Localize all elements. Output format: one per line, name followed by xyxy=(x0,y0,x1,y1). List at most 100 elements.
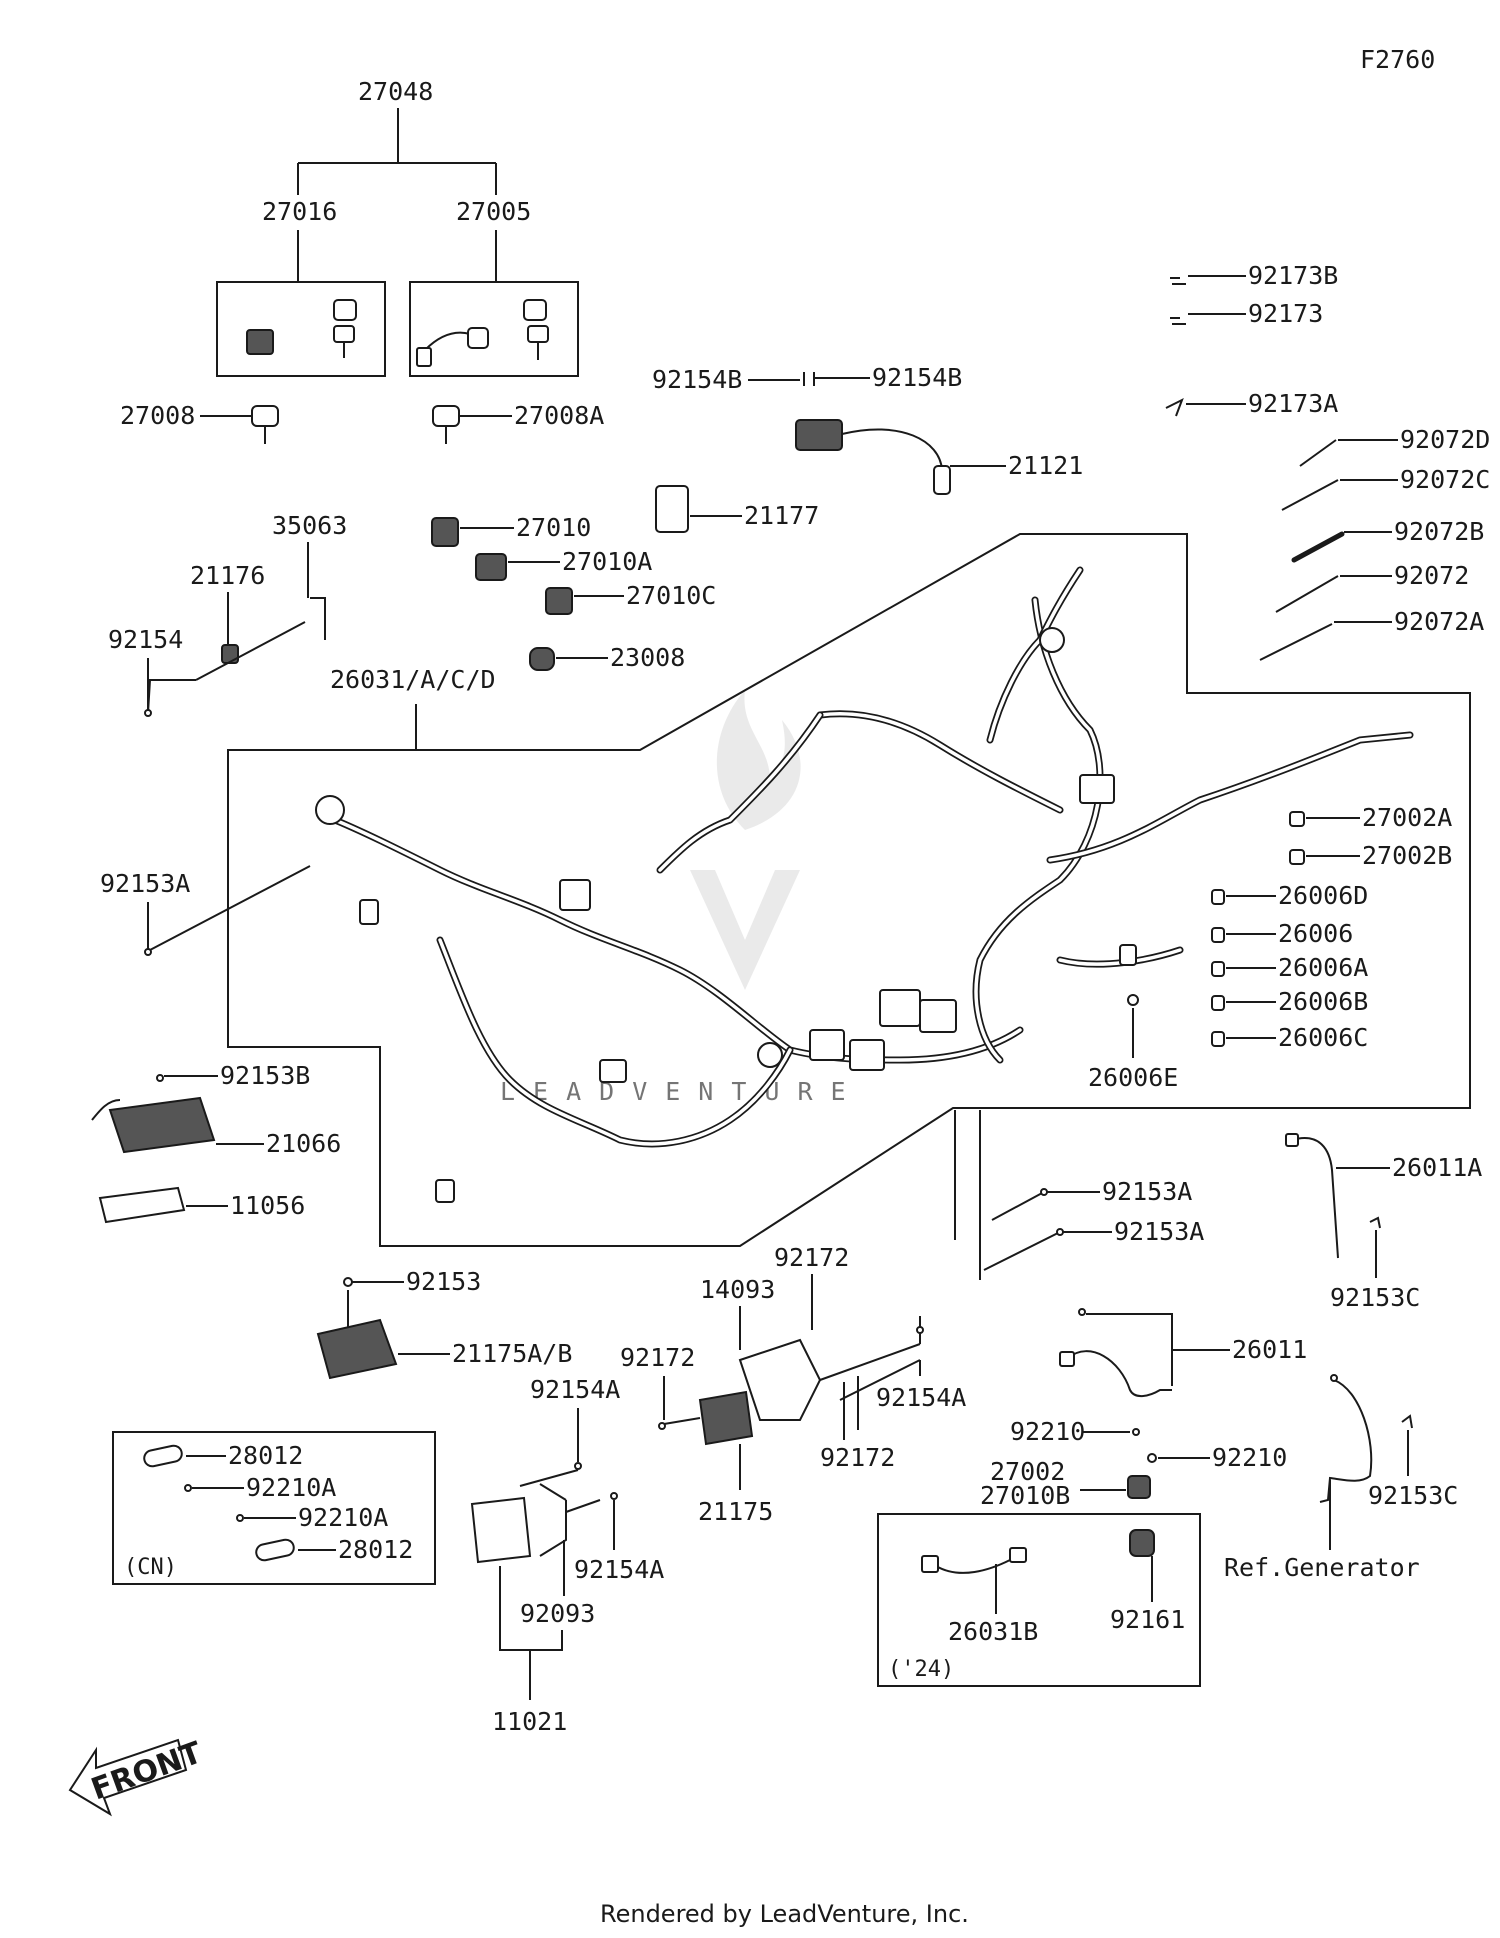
leadventure-watermark: LEADVENTURE xyxy=(500,690,846,1106)
y24-tag: ('24) xyxy=(888,1657,954,1682)
part-label-26006E[interactable]: 26006E xyxy=(1088,1063,1178,1092)
part-label-26011A[interactable]: 26011A xyxy=(1392,1153,1482,1182)
part-label-92154A-top[interactable]: 92154A xyxy=(530,1375,620,1404)
part-label-92154A-right[interactable]: 92154A xyxy=(876,1383,966,1412)
part-label-27010C[interactable]: 27010C xyxy=(626,581,716,610)
terminal-icon-26006D xyxy=(1211,889,1225,905)
part-label-27008A[interactable]: 27008A xyxy=(514,401,604,430)
part-label-92153B[interactable]: 92153B xyxy=(220,1061,310,1090)
part-label-92072D[interactable]: 92072D xyxy=(1400,425,1490,454)
part-label-27010B[interactable]: 27010B xyxy=(980,1481,1070,1510)
part-label-92072[interactable]: 92072 xyxy=(1394,561,1469,590)
part-label-14093[interactable]: 14093 xyxy=(700,1275,775,1304)
tie-icon-92072A xyxy=(1259,623,1333,661)
part-label-92172-left[interactable]: 92172 xyxy=(620,1343,695,1372)
part-label-27016[interactable]: 27016 xyxy=(262,197,337,226)
key-icon-a xyxy=(432,405,460,444)
part-label-35063[interactable]: 35063 xyxy=(272,511,347,540)
ecu-group: 92153 21175A/B xyxy=(316,1267,572,1380)
part-label-92172-top[interactable]: 92172 xyxy=(774,1243,849,1272)
part-label-92161[interactable]: 92161 xyxy=(1110,1605,1185,1634)
switch-icon-27010C xyxy=(545,587,573,615)
tie-group: 92072D 92072C 92072B 92072 92072A xyxy=(1259,425,1490,661)
part-label-92153A-left[interactable]: 92153A xyxy=(100,869,190,898)
bracket-sensor-group: 35063 21176 92154 xyxy=(108,511,347,717)
part-label-92093[interactable]: 92093 xyxy=(520,1599,595,1628)
part-label-92210A-b[interactable]: 92210A xyxy=(298,1503,388,1532)
part-label-21066[interactable]: 21066 xyxy=(266,1129,341,1158)
part-label-27005[interactable]: 27005 xyxy=(456,197,531,226)
connector-icon-27002B xyxy=(1289,849,1305,865)
part-label-92072B[interactable]: 92072B xyxy=(1394,517,1484,546)
part-label-11021[interactable]: 11021 xyxy=(492,1707,567,1736)
part-label-26006D[interactable]: 26006D xyxy=(1278,881,1368,910)
part-label-26006C[interactable]: 26006C xyxy=(1278,1023,1368,1052)
part-label-27010A[interactable]: 27010A xyxy=(562,547,652,576)
part-label-26031B[interactable]: 26031B xyxy=(948,1617,1038,1646)
part-label-23008[interactable]: 23008 xyxy=(610,643,685,672)
terminal-icon-26006C xyxy=(1211,1031,1225,1047)
part-label-92154A-bottom[interactable]: 92154A xyxy=(574,1555,664,1584)
part-label-27048[interactable]: 27048 xyxy=(358,77,433,106)
part-label-92072A[interactable]: 92072A xyxy=(1394,607,1484,636)
part-label-27002B[interactable]: 27002B xyxy=(1362,841,1452,870)
part-label-92210-left[interactable]: 92210 xyxy=(1010,1417,1085,1446)
key-set-27005-box xyxy=(409,281,579,377)
grommet-icon-28012-a xyxy=(143,1444,183,1468)
part-label-92154B-left[interactable]: 92154B xyxy=(652,365,742,394)
part-label-92173A[interactable]: 92173A xyxy=(1248,389,1338,418)
switch-icon-27010 xyxy=(431,517,459,547)
part-label-92153A-right-2[interactable]: 92153A xyxy=(1114,1217,1204,1246)
part-label-26011[interactable]: 26011 xyxy=(1232,1335,1307,1364)
part-label-92153C-a[interactable]: 92153C xyxy=(1330,1283,1420,1312)
bolt-92153A-left-group: 92153A xyxy=(100,865,311,956)
part-label-28012-a[interactable]: 28012 xyxy=(228,1441,303,1470)
ref-generator-label[interactable]: Ref.Generator xyxy=(1224,1553,1420,1582)
part-label-26006A[interactable]: 26006A xyxy=(1278,953,1368,982)
part-label-11056[interactable]: 11056 xyxy=(230,1191,305,1220)
terminal-icon-26006 xyxy=(1211,927,1225,943)
tie-icon-92072D xyxy=(1299,439,1337,467)
ground-lead-icon-26011 xyxy=(1067,1350,1172,1397)
part-label-21175AB[interactable]: 21175A/B xyxy=(452,1339,572,1368)
part-label-92072C[interactable]: 92072C xyxy=(1400,465,1490,494)
bolt-icon-92153C-b xyxy=(1401,1414,1413,1429)
part-label-92173B[interactable]: 92173B xyxy=(1248,261,1338,290)
key-set-group: 27048 27016 27005 27008 xyxy=(120,77,604,444)
part-label-28012-b[interactable]: 28012 xyxy=(338,1535,413,1564)
relay-group: 21177 xyxy=(655,485,819,533)
part-label-92153C-b[interactable]: 92153C xyxy=(1368,1481,1458,1510)
part-label-21177[interactable]: 21177 xyxy=(744,501,819,530)
switch-icon-27010A xyxy=(475,553,507,581)
coil-group: 92154B 92154B 21121 xyxy=(652,363,1083,495)
bracket-11021-group: 92154A 92154A 92093 11021 xyxy=(470,1375,664,1736)
part-label-21175[interactable]: 21175 xyxy=(698,1497,773,1526)
ground-lead-26011-group: 26011 92210 92210 27002 27010B xyxy=(980,1308,1307,1510)
coil-icon xyxy=(795,419,843,451)
part-label-92210A-a[interactable]: 92210A xyxy=(246,1473,336,1502)
grommet-icon-28012-b xyxy=(255,1538,295,1562)
pad-icon xyxy=(98,1186,186,1224)
part-label-92154B-right[interactable]: 92154B xyxy=(872,363,962,392)
part-label-26006B[interactable]: 26006B xyxy=(1278,987,1368,1016)
part-label-26006[interactable]: 26006 xyxy=(1278,919,1353,948)
part-label-21176[interactable]: 21176 xyxy=(190,561,265,590)
socket-icon xyxy=(529,647,555,671)
part-label-92173[interactable]: 92173 xyxy=(1248,299,1323,328)
part-label-27010[interactable]: 27010 xyxy=(516,513,591,542)
relay-icon xyxy=(655,485,689,533)
part-label-27002[interactable]: 27002 xyxy=(990,1457,1065,1486)
clamp-icon-92173A xyxy=(1165,397,1184,417)
part-label-21121[interactable]: 21121 xyxy=(1008,451,1083,480)
part-label-27008[interactable]: 27008 xyxy=(120,401,195,430)
part-label-92172-bottom[interactable]: 92172 xyxy=(820,1443,895,1472)
part-label-92153[interactable]: 92153 xyxy=(406,1267,481,1296)
part-label-27002A[interactable]: 27002A xyxy=(1362,803,1452,832)
ignition-switch-icon xyxy=(246,299,549,367)
part-label-92210-right[interactable]: 92210 xyxy=(1212,1443,1287,1472)
part-label-92153A-right-1[interactable]: 92153A xyxy=(1102,1177,1192,1206)
wiring-harness-icon xyxy=(315,566,1414,1203)
part-label-26031ACD[interactable]: 26031/A/C/D xyxy=(330,665,496,694)
part-label-92154[interactable]: 92154 xyxy=(108,625,183,654)
generator-ref-group: Ref.Generator 92153C xyxy=(1224,1374,1458,1582)
